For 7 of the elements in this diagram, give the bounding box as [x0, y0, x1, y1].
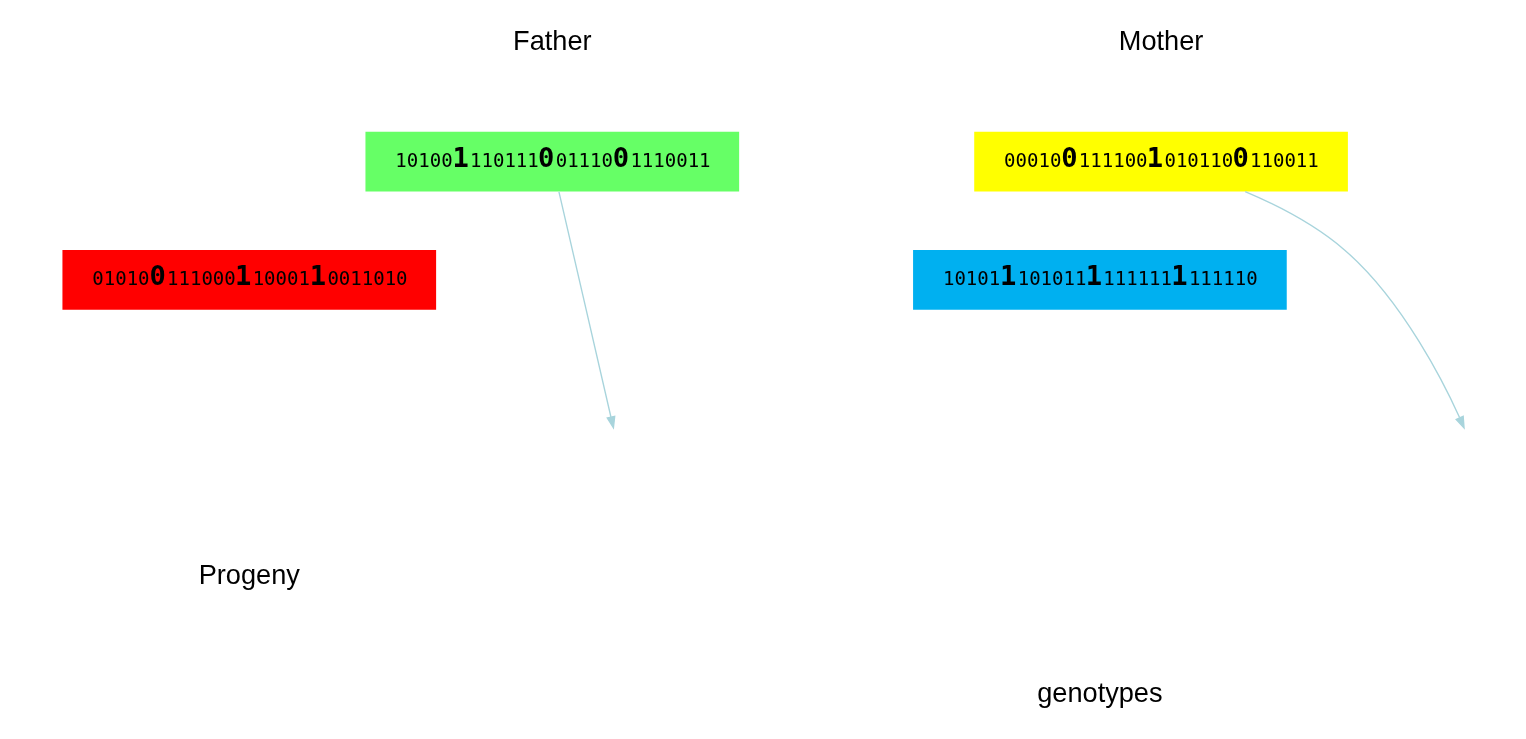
arrow — [557, 191, 615, 430]
label: Father — [512, 25, 592, 57]
label: Mother — [1118, 25, 1203, 57]
label: Progeny — [198, 559, 300, 591]
label: genotypes — [1036, 677, 1163, 709]
node-box: 10100111011100111001110011 — [364, 131, 739, 192]
arrow — [1244, 190, 1465, 430]
